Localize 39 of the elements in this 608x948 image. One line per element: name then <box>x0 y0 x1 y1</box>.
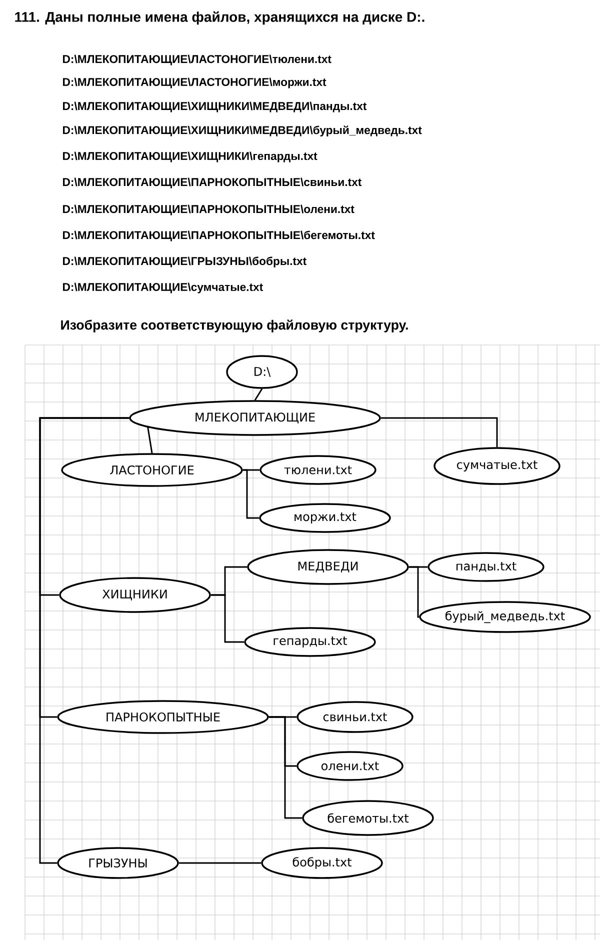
oval-node: D:\ <box>226 355 298 389</box>
connector-line <box>242 469 260 519</box>
oval-node: ГРЫЗУНЫ <box>57 847 179 879</box>
file-path: D:\МЛЕКОПИТАЮЩИЕ\ПАРНОКОПЫТНЫЕ\бегемоты.txt <box>63 230 375 242</box>
oval-node: моржи.txt <box>259 503 391 533</box>
file-path: D:\МЛЕКОПИТАЮЩИЕ\ПАРНОКОПЫТНЫЕ\свиньи.txt <box>63 178 362 188</box>
connector-line <box>210 594 244 643</box>
connector-line <box>39 417 130 864</box>
oval-node: ХИЩНИКИ <box>59 577 211 613</box>
oval-node: тюлени.txt <box>260 455 376 485</box>
oval-node: гепарды.txt <box>244 627 376 657</box>
title: 111. Даны полные имена файлов, хранящихся на диске D:. <box>15 11 424 25</box>
instruction-text: Изобразите соответствующую файловую структуру. <box>61 320 408 332</box>
file-path: D:\МЛЕКОПИТАЮЩИЕ\ПАРНОКОПЫТНЫЕ\олени.txt <box>63 204 354 216</box>
file-path: D:\МЛЕКОПИТАЮЩИЕ\ЛАСТОНОГИЕ\тюлени.txt <box>63 54 332 66</box>
oval-node: ЛАСТОНОГИЕ <box>61 453 243 487</box>
oval-node: МЛЕКОПИТАЮЩИЕ <box>129 400 381 436</box>
oval-node: МЕДВЕДИ <box>247 549 409 585</box>
connector-line <box>254 388 263 401</box>
oval-node: бегемоты.txt <box>302 800 434 836</box>
oval-node: ПАРНОКОПЫТНЫЕ <box>57 700 269 734</box>
oval-node: бобры.txt <box>261 847 383 879</box>
connector-line <box>147 427 153 454</box>
oval-node: свиньи.txt <box>296 701 414 733</box>
file-path: D:\МЛЕКОПИТАЮЩИЕ\ХИЩНИКИ\МЕДВЕДИ\бурый_медведь.txt <box>63 126 422 136</box>
file-path: D:\МЛЕКОПИТАЮЩИЕ\ЛАСТОНОГИЕ\моржи.txt <box>63 78 326 88</box>
node-label: бурый_медведь.txt <box>446 610 565 624</box>
file-path: D:\МЛЕКОПИТАЮЩИЕ\ГРЫЗУНЫ\бобры.txt <box>63 256 306 268</box>
connector-line <box>178 862 262 864</box>
oval-node: бурый_медведь.txt <box>419 601 591 633</box>
oval-node: панды.txt <box>428 552 544 582</box>
connector-line <box>268 716 302 819</box>
file-path: D:\МЛЕКОПИТАЮЩИЕ\сумчатые.txt <box>63 282 263 294</box>
oval-node: сумчатые.txt <box>434 447 560 485</box>
file-path: D:\МЛЕКОПИТАЮЩИЕ\ХИЩНИКИ\гепарды.txt <box>63 152 318 162</box>
connector-line <box>380 417 498 448</box>
oval-node: олени.txt <box>296 751 404 781</box>
connector-line <box>408 566 420 618</box>
file-path: D:\МЛЕКОПИТАЮЩИЕ\ХИЩНИКИ\МЕДВЕДИ\панды.txt <box>63 102 367 112</box>
